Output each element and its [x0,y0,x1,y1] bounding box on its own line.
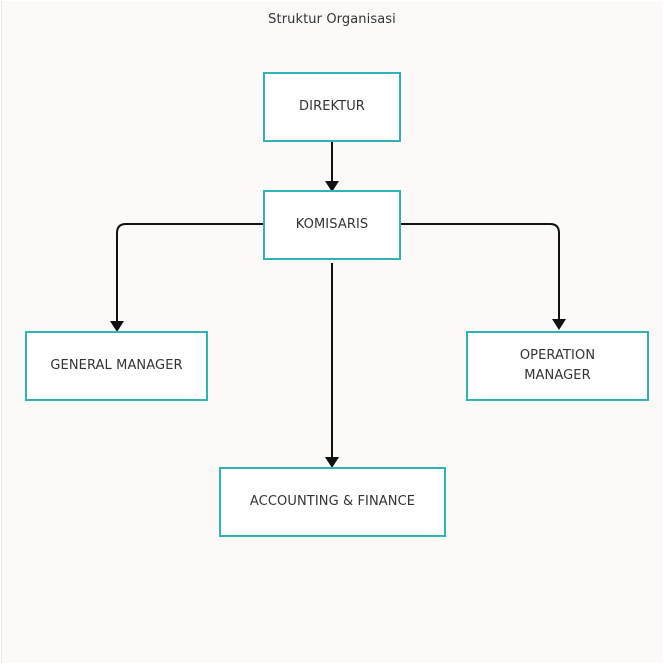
node-komisaris[interactable]: KOMISARIS [263,190,401,260]
edge-komisaris-general-manager [116,223,264,321]
node-direktur[interactable]: DIREKTUR [263,72,401,142]
node-operation-manager[interactable]: OPERATION MANAGER [466,331,649,401]
node-operation-manager-label: OPERATION MANAGER [519,347,596,383]
node-general-manager[interactable]: GENERAL MANAGER [25,331,208,401]
node-komisaris-label: KOMISARIS [295,216,369,232]
node-accounting-finance-label: ACCOUNTING & FINANCE [249,493,416,509]
node-accounting-finance[interactable]: ACCOUNTING & FINANCE [219,467,446,537]
edge-komisaris-operation-manager [400,223,560,319]
diagram-title: Struktur Organisasi [268,12,396,27]
arrowhead-operation-manager [552,319,566,330]
node-general-manager-label: GENERAL MANAGER [50,357,183,373]
arrowhead-accounting-finance [325,457,339,468]
node-direktur-label: DIREKTUR [299,98,365,114]
arrowhead-general-manager [110,321,124,332]
arrowhead-komisaris [325,181,339,192]
